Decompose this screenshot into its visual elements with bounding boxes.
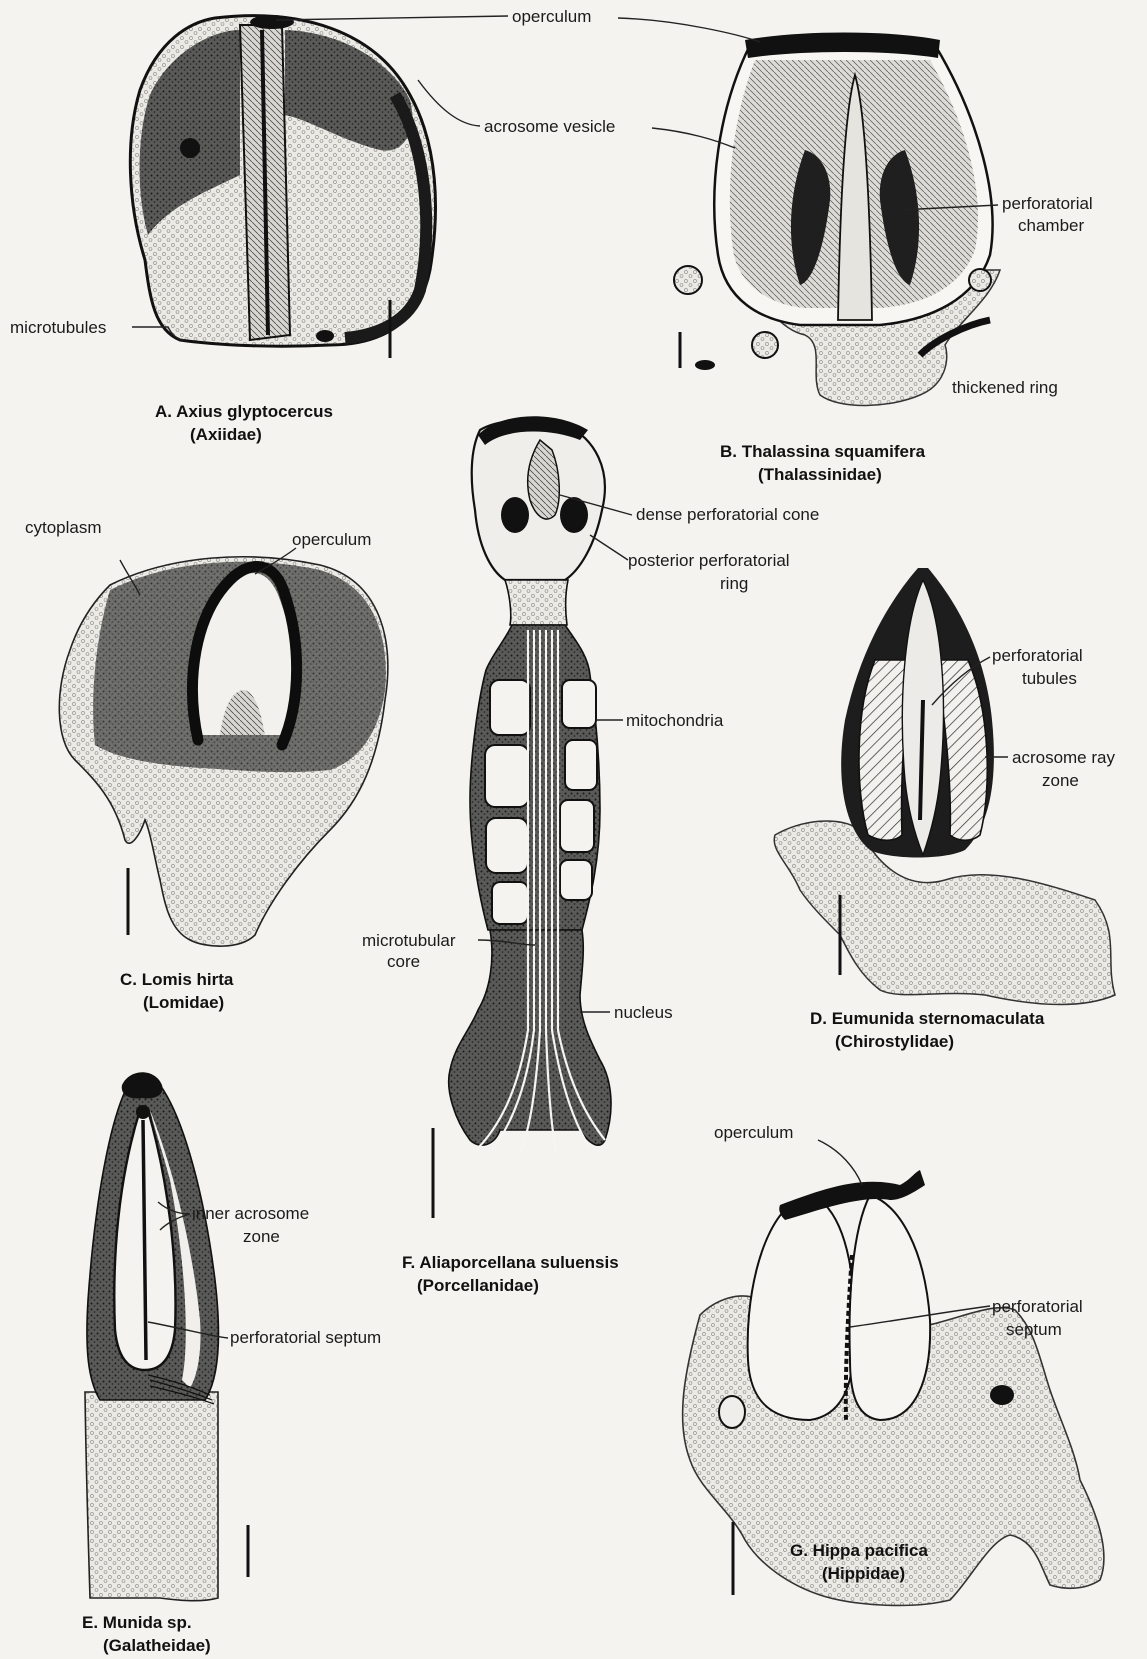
- panel-b-thickened-ring-label: thickened ring: [952, 378, 1058, 397]
- panel-b-perforatorial-chamber-label-2: chamber: [1018, 216, 1084, 235]
- panel-f-core-label-1: microtubular: [362, 931, 456, 950]
- panel-g-operculum-shape: [779, 1170, 925, 1220]
- panel-d-ray-zone-label-1: acrosome ray: [1012, 748, 1115, 767]
- panel-b-caption-name: B. Thalassina squamifera: [720, 442, 926, 461]
- panel-b-granule-2: [752, 332, 778, 358]
- panel-g-operculum-label: operculum: [714, 1123, 793, 1142]
- panel-b-perforatorial-chamber-label-1: perforatorial: [1002, 194, 1093, 213]
- panel-a-basal-knob: [316, 330, 334, 342]
- panel-b-granule-4: [969, 269, 991, 291]
- panel-a-operculum-leader: [276, 16, 508, 20]
- panel-f-caption-name: F. Aliaporcellana suluensis: [402, 1253, 619, 1272]
- panel-b-operculum-leader: [618, 18, 760, 42]
- panel-f-core-label-2: core: [387, 952, 420, 971]
- panel-e-caption-family: (Galatheidae): [103, 1636, 211, 1655]
- panel-a-caption-family: (Axiidae): [190, 425, 262, 444]
- panel-a-caption-name: A. Axius glyptocercus: [155, 402, 333, 421]
- panel-a-operculum-label: operculum: [512, 7, 591, 26]
- panel-e-caption-name: E. Munida sp.: [82, 1613, 192, 1632]
- panel-b-granule-1: [674, 266, 702, 294]
- panel-d-ray-zone-label-2: zone: [1042, 771, 1079, 790]
- panel-g-caption-family: (Hippidae): [822, 1564, 905, 1583]
- panel-g-caption-name: G. Hippa pacifica: [790, 1541, 928, 1560]
- panel-c-caption-family: (Lomidae): [143, 993, 224, 1012]
- panel-e-inner-zone-label-2: zone: [243, 1227, 280, 1246]
- panel-a-dark-body: [180, 138, 200, 158]
- panel-a-microtubules-label: microtubules: [10, 318, 106, 337]
- panel-a-operculum-shape: [250, 15, 294, 29]
- panel-b: perforatorial chamber thickened ring B. …: [618, 18, 1093, 484]
- panel-f-ring-label-2: ring: [720, 574, 748, 593]
- panel-f-neck: [505, 580, 568, 625]
- panel-f-ring-label-1: posterior perforatorial: [628, 551, 790, 570]
- panel-f-nucleus-label: nucleus: [614, 1003, 673, 1022]
- panel-d-caption-name: D. Eumunida sternomaculata: [810, 1009, 1045, 1028]
- panel-g: operculum perforatorial septum G. Hippa …: [683, 1123, 1104, 1605]
- panel-c-caption-name: C. Lomis hirta: [120, 970, 234, 989]
- panel-d: perforatorial tubules acrosome ray zone …: [774, 568, 1115, 1051]
- panel-g-left-body: [719, 1396, 745, 1428]
- panel-f-mitochondria-label: mitochondria: [626, 711, 724, 730]
- panel-a-acrosome-vesicle-label: acrosome vesicle: [484, 117, 615, 136]
- panel-f-caption-family: (Porcellanidae): [417, 1276, 539, 1295]
- panel-f-dense-cone-label: dense perforatorial cone: [636, 505, 819, 524]
- panel-c-operculum-label: operculum: [292, 530, 371, 549]
- panel-d-perforatorial-tubules-label-2: tubules: [1022, 669, 1077, 688]
- panel-a: operculum acrosome vesicle microtubules …: [10, 7, 615, 444]
- panel-g-right-body: [990, 1385, 1014, 1405]
- panel-g-vesicle-left: [748, 1200, 855, 1420]
- panel-e-knob: [136, 1105, 150, 1119]
- panel-c: cytoplasm operculum C. Lomis hirta (Lomi…: [25, 518, 388, 1012]
- panel-g-septum-label-1: perforatorial: [992, 1297, 1083, 1316]
- panel-a-acrosome-vesicle-leader: [418, 80, 480, 126]
- panel-b-granule-3: [695, 360, 715, 370]
- panel-e-base: [85, 1392, 218, 1601]
- panel-e: inner acrosome zone perforatorial septum…: [82, 1072, 381, 1655]
- panel-f: dense perforatorial cone posterior perfo…: [362, 416, 819, 1295]
- panel-f-ring-right: [560, 497, 588, 533]
- panel-g-operculum-leader: [818, 1140, 862, 1185]
- panel-f-ring-leader: [590, 535, 628, 560]
- panel-b-caption-family: (Thalassinidae): [758, 465, 882, 484]
- panel-d-perforatorial-tubules-label-1: perforatorial: [992, 646, 1083, 665]
- panel-e-cap: [122, 1072, 163, 1098]
- panel-d-caption-family: (Chirostylidae): [835, 1032, 954, 1051]
- panel-f-ring-left: [501, 497, 529, 533]
- panel-g-vesicle-right: [850, 1195, 931, 1420]
- panel-c-cytoplasm-label: cytoplasm: [25, 518, 102, 537]
- panel-g-septum-label-2: septum: [1006, 1320, 1062, 1339]
- panel-e-inner-zone-label-1: inner acrosome: [192, 1204, 309, 1223]
- panel-e-septum-label: perforatorial septum: [230, 1328, 381, 1347]
